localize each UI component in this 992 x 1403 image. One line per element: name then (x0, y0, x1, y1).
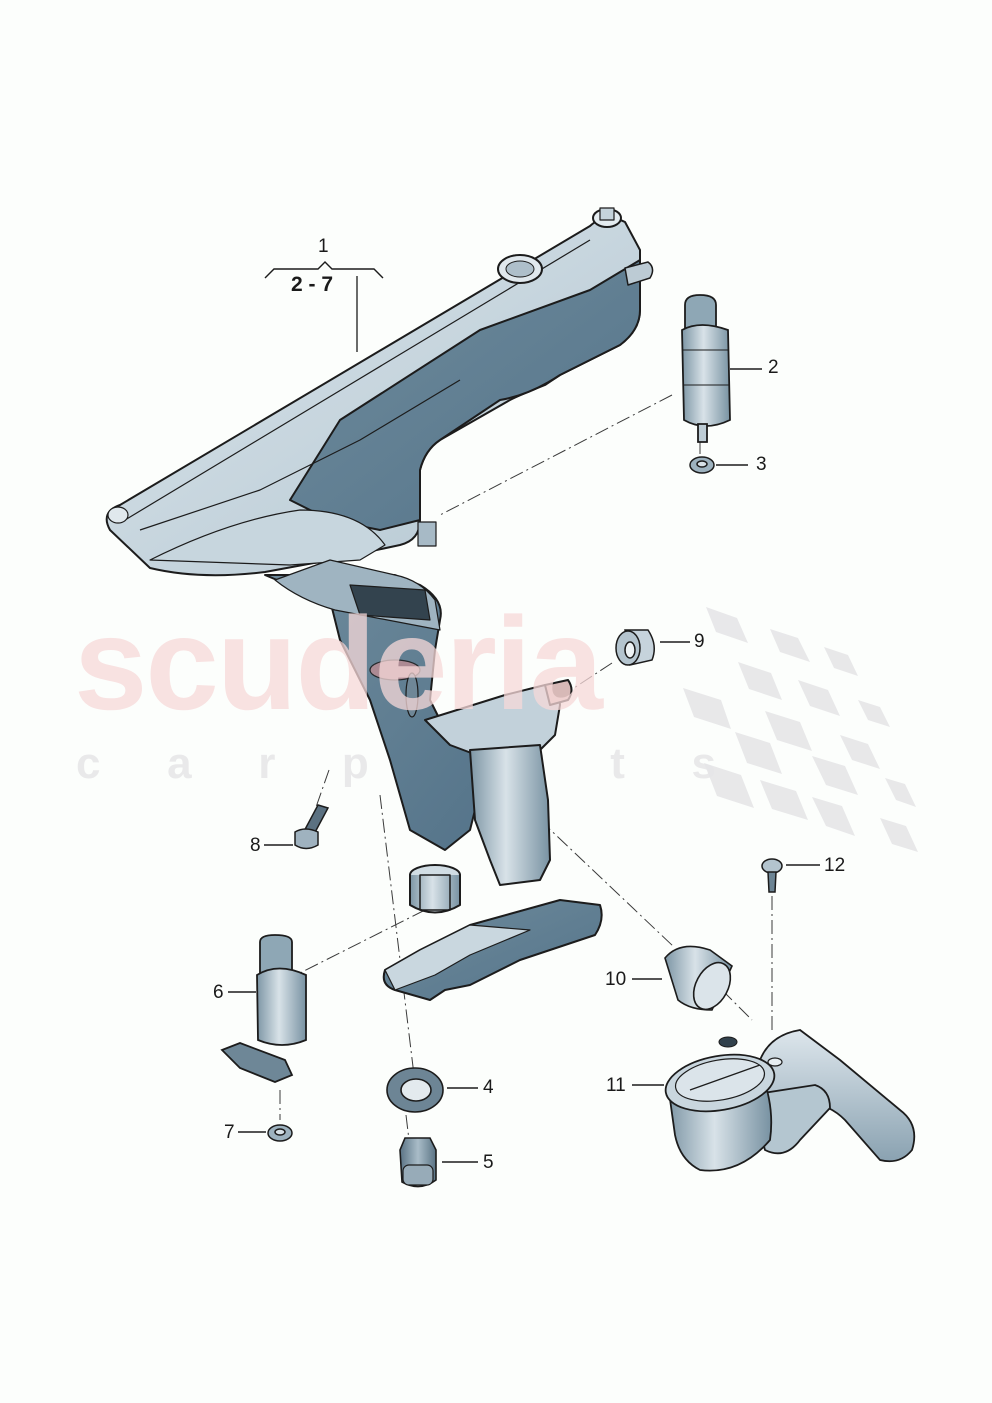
grommet-9 (615, 629, 690, 666)
leader-line-seal-10 (539, 819, 675, 948)
callout-10: 10 (605, 969, 627, 990)
checkered-flag-watermark (683, 607, 918, 852)
washer-pump-6 (220, 934, 307, 1083)
leader-line-grommet-9 (573, 662, 613, 689)
callout-12: 12 (824, 855, 846, 876)
level-sensor-5 (399, 1137, 478, 1188)
assembly-brace (264, 261, 384, 279)
grommet-7 (238, 1124, 293, 1142)
filler-neck-11 (632, 1029, 916, 1172)
callout-4: 4 (483, 1077, 494, 1098)
callout-8: 8 (250, 835, 261, 856)
leader-line-bolt-8 (314, 769, 330, 811)
callout-2: 2 (768, 357, 779, 378)
callout-assembly-number: 1 (318, 236, 329, 257)
washer-reservoir (105, 207, 654, 1001)
seal-10 (632, 945, 733, 1011)
callout-7: 7 (224, 1122, 235, 1143)
sealing-ring-4 (386, 1067, 478, 1113)
callout-11: 11 (606, 1075, 626, 1096)
callout-5: 5 (483, 1152, 494, 1173)
callout-6: 6 (213, 982, 224, 1003)
leader-line-pump-6 (295, 909, 426, 976)
leader-line-sensor (379, 794, 415, 1076)
leader-line-pump-2 (439, 394, 673, 516)
callout-3: 3 (756, 454, 767, 475)
bolt-12 (761, 858, 820, 893)
callout-9: 9 (694, 631, 705, 652)
washer-pump-2 (681, 294, 762, 443)
callout-assembly-range: 2 - 7 (291, 273, 334, 296)
bolt-8 (264, 804, 330, 850)
grommet-3 (689, 456, 748, 474)
